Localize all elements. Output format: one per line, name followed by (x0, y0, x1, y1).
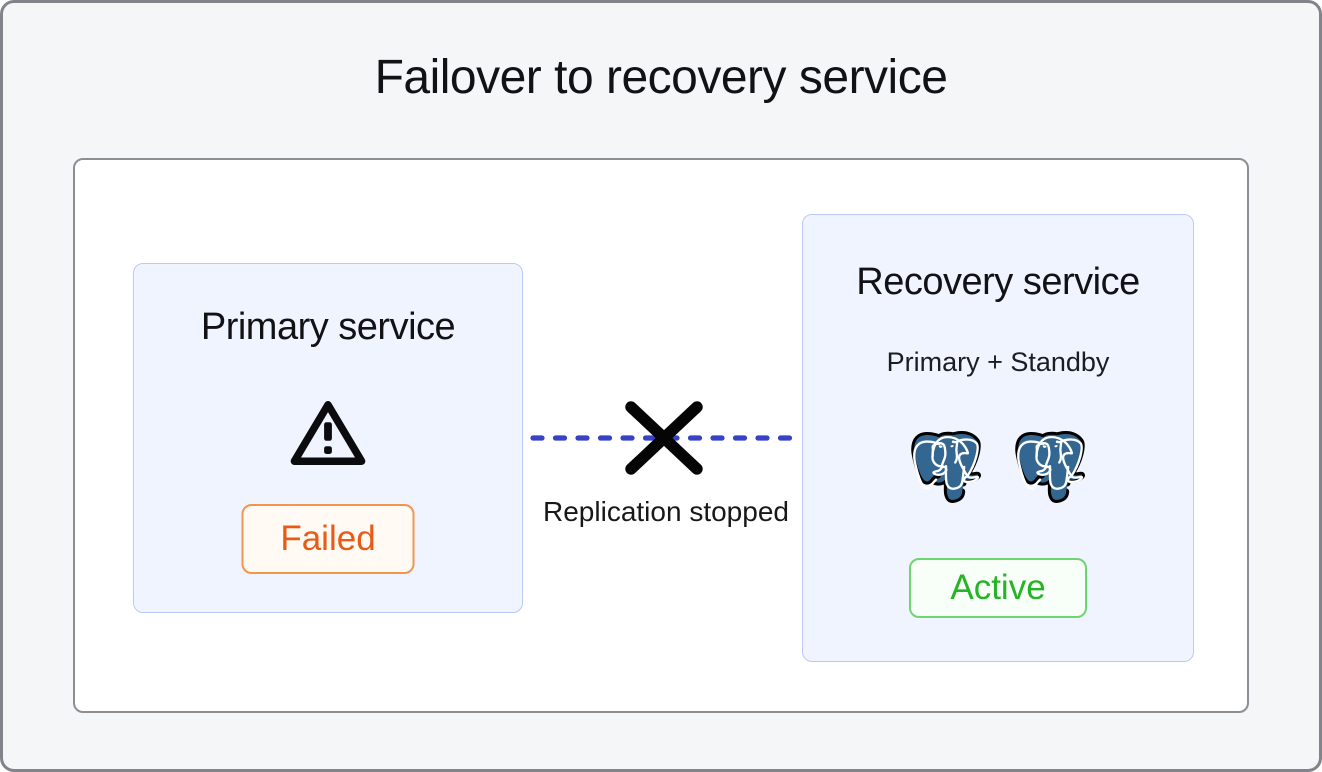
recovery-service-card: Recovery service Primary + Standby (802, 214, 1194, 662)
replication-stopped-label: Replication stopped (543, 496, 789, 527)
failed-status-label: Failed (280, 519, 376, 558)
recovery-service-title: Recovery service (856, 261, 1140, 303)
active-status-badge: Active (909, 558, 1087, 618)
x-mark-icon (625, 401, 703, 475)
failed-status-badge: Failed (241, 504, 415, 574)
database-icons-row (803, 429, 1193, 505)
primary-service-title: Primary service (200, 306, 456, 348)
diagram-panel: Primary service Failed Replication stopp… (73, 158, 1249, 713)
warning-icon (134, 397, 522, 469)
postgresql-icon (911, 431, 982, 503)
postgresql-icon (1015, 431, 1086, 503)
diagram-title: Failover to recovery service (374, 51, 948, 104)
active-status-label: Active (950, 568, 1046, 607)
primary-service-card: Primary service Failed (133, 263, 523, 613)
recovery-service-subtitle: Primary + Standby (886, 347, 1110, 377)
